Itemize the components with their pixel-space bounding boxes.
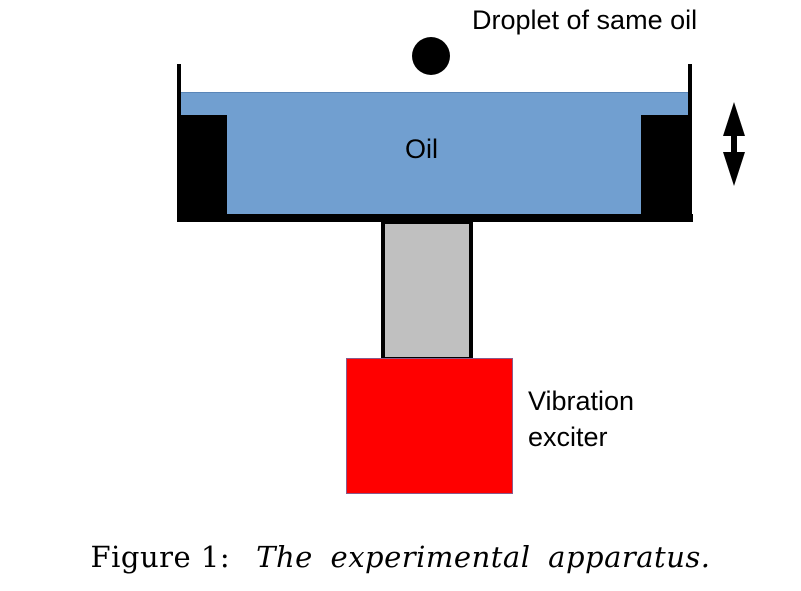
figure-caption-text: The experimental apparatus. [256,540,711,574]
right-block [641,115,688,215]
droplet [412,37,450,75]
exciter-label-line2: exciter [528,422,608,452]
droplet-label: Droplet of same oil [472,5,697,35]
vibration-exciter [346,358,513,494]
support-post [381,220,473,361]
right-wall [688,64,692,222]
figure-number: Figure 1: [90,540,231,574]
left-wall [177,64,181,222]
double-arrow-icon [723,102,745,186]
left-block [181,115,227,215]
container-base [177,214,693,222]
figure-caption: Figure 1: The experimental apparatus. [0,540,801,574]
oil-label: Oil [405,134,438,164]
exciter-label-line1: Vibration [528,386,634,416]
oil-bath [181,92,688,214]
